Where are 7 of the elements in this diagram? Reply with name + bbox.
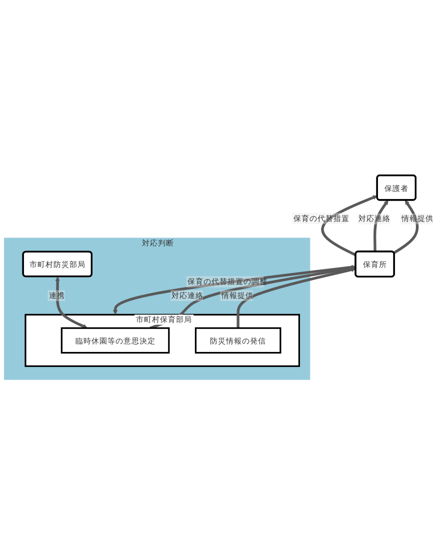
arrow [236, 267, 356, 328]
arrow [55, 276, 88, 329]
arrow [112, 264, 356, 315]
arrow [150, 266, 356, 330]
arrow [321, 195, 378, 256]
arrow [393, 200, 419, 254]
arrow [374, 200, 388, 252]
